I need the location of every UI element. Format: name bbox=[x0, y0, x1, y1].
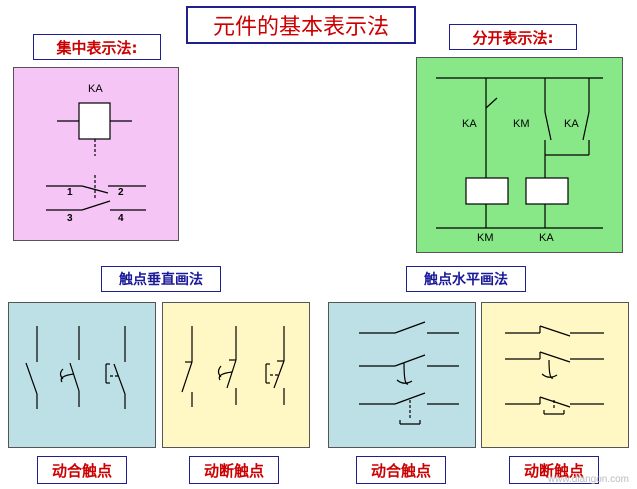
relay-coil bbox=[78, 102, 111, 140]
bottom-label-1: 动合触点 bbox=[37, 456, 127, 484]
contact-label-ka-2: KA bbox=[564, 118, 579, 130]
separated-method-label: 分开表示法: bbox=[449, 24, 577, 50]
concentrated-relay-symbol bbox=[46, 102, 146, 211]
coil-label-ka: KA bbox=[88, 83, 103, 95]
page-title: 元件的基本表示法 bbox=[186, 6, 416, 44]
vertical-normally-closed-symbols bbox=[181, 326, 285, 407]
vertical-drawing-label: 触点垂直画法 bbox=[101, 266, 221, 292]
contact-number-4: 4 bbox=[118, 213, 124, 224]
contact-label-km: KM bbox=[513, 118, 530, 130]
concentrated-diagram-panel bbox=[13, 67, 179, 241]
bottom-label-2: 动断触点 bbox=[189, 456, 279, 484]
vertical-normally-open-panel bbox=[8, 302, 156, 448]
watermark: www.diangon.com bbox=[547, 474, 629, 485]
horizontal-normally-open-symbols bbox=[359, 321, 459, 425]
horizontal-drawing-label: 触点水平画法 bbox=[406, 266, 526, 292]
coil-ka bbox=[525, 177, 569, 205]
coil-label-ka2: KA bbox=[539, 232, 554, 244]
bottom-label-4: 动断触点 bbox=[509, 456, 599, 484]
horizontal-normally-closed-symbols bbox=[505, 325, 604, 415]
separated-circuit bbox=[436, 77, 603, 229]
vertical-normally-open-symbols bbox=[25, 326, 126, 409]
concentrated-method-label: 集中表示法: bbox=[33, 34, 161, 60]
contact-number-1: 1 bbox=[67, 187, 73, 198]
horizontal-normally-closed-panel bbox=[481, 302, 629, 448]
contact-number-2: 2 bbox=[118, 187, 124, 198]
contact-label-ka-1: KA bbox=[462, 118, 477, 130]
coil-label-km: KM bbox=[477, 232, 494, 244]
coil-km bbox=[465, 177, 509, 205]
bottom-label-3: 动合触点 bbox=[356, 456, 446, 484]
contact-number-3: 3 bbox=[67, 213, 73, 224]
